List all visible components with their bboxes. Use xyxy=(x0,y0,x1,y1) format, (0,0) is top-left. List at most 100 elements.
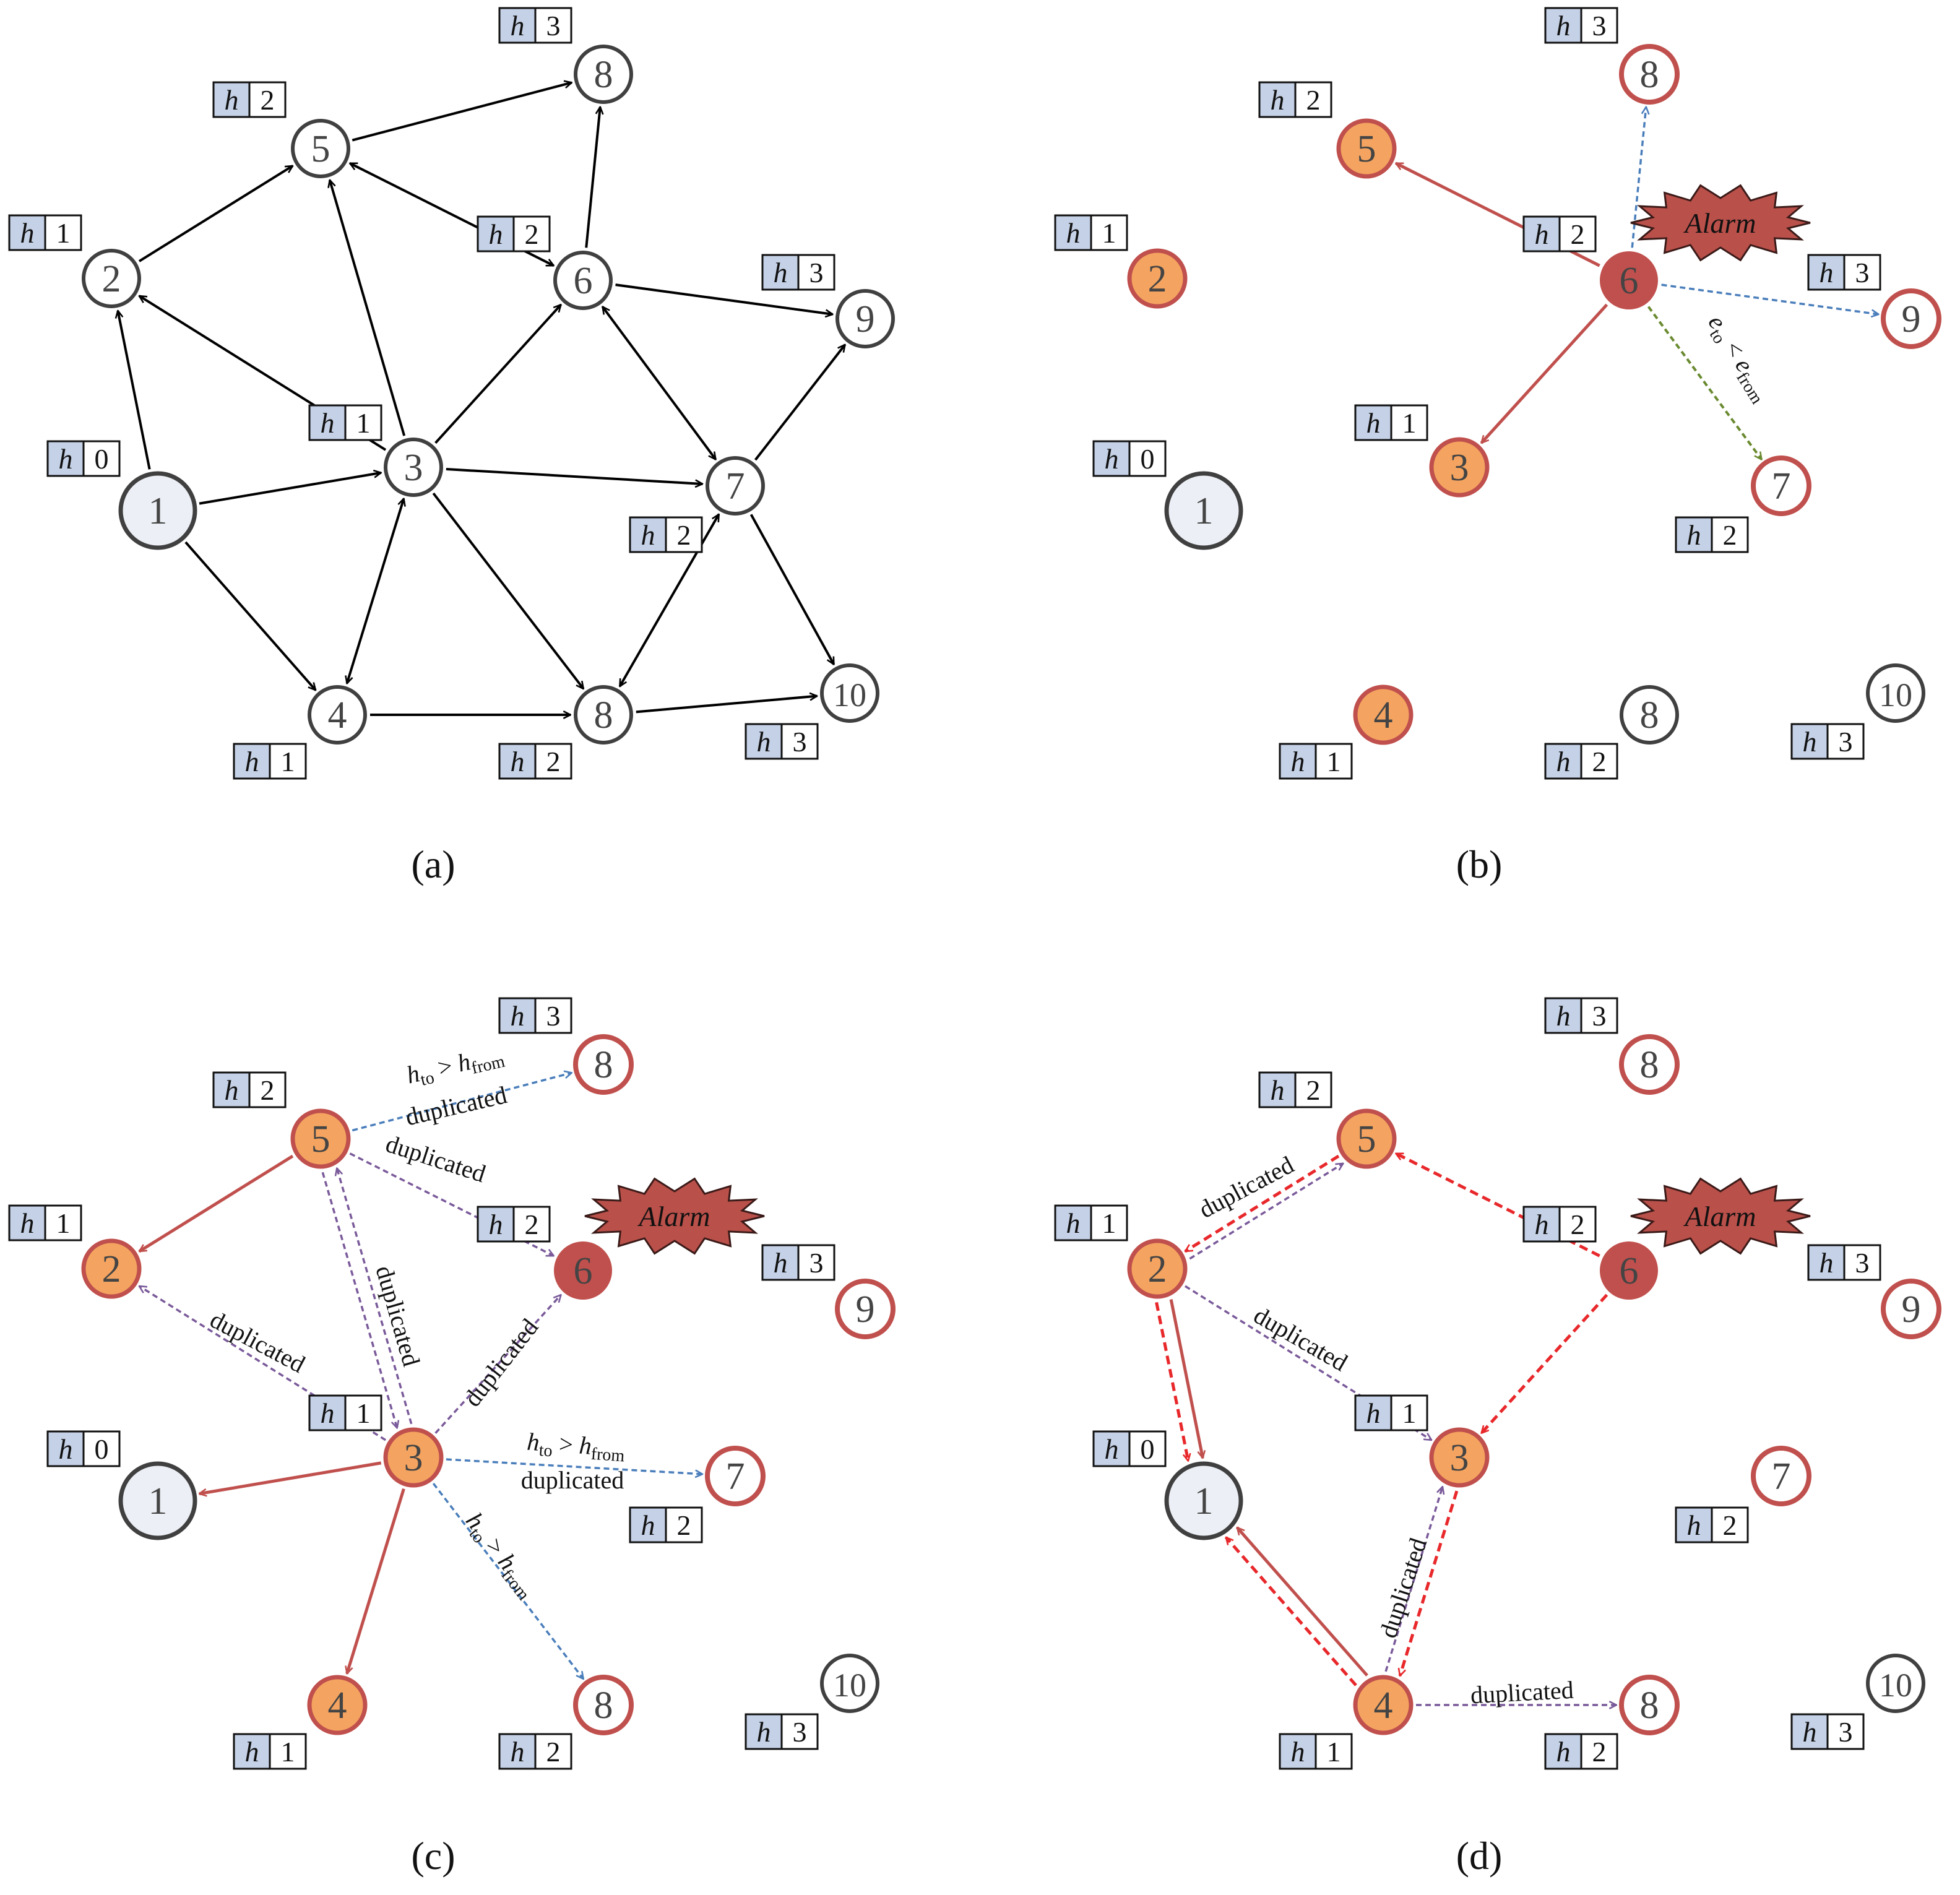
edge-label-part: to xyxy=(538,1441,553,1461)
h-value-box xyxy=(1315,743,1353,780)
h-symbol: h xyxy=(1105,1433,1119,1465)
h-symbol: h xyxy=(1366,1397,1381,1429)
node-label-c-6: 6 xyxy=(574,1250,593,1292)
h-symbol: h xyxy=(774,1247,788,1279)
panel-caption-a: (a) xyxy=(411,842,455,886)
h-value-box xyxy=(44,1204,82,1241)
h-value: 2 xyxy=(1306,1074,1321,1106)
node-label-b-11: 10 xyxy=(1879,676,1912,714)
node-a-8 xyxy=(574,45,633,104)
h-symbol: h xyxy=(1366,407,1381,439)
node-label-a-3: 3 xyxy=(404,447,423,489)
node-label-d-8: 8 xyxy=(1640,1044,1659,1086)
h-value: 1 xyxy=(1102,1207,1116,1239)
node-label-b-8: 8 xyxy=(1640,54,1659,96)
node-label-a-7: 7 xyxy=(726,465,745,507)
edge-label-duplicated: duplicated xyxy=(370,1263,425,1370)
h-symbol-box xyxy=(761,1244,800,1281)
edge-label-duplicated: duplicated xyxy=(382,1129,489,1188)
edge-label-duplicated: duplicated xyxy=(1194,1150,1298,1224)
h-symbol: h xyxy=(757,1716,771,1748)
h-symbol: h xyxy=(1820,1247,1834,1279)
node-b-3 xyxy=(1429,437,1490,498)
h-value: 0 xyxy=(95,1433,109,1465)
h-symbol: h xyxy=(641,519,655,551)
node-b-11 xyxy=(1866,663,1925,723)
h-value: 3 xyxy=(1839,726,1853,758)
h-value-box xyxy=(1711,516,1749,553)
h-value: 1 xyxy=(56,1207,71,1239)
node-a-2 xyxy=(82,249,141,308)
node-label-a-5: 5 xyxy=(311,128,330,170)
h-value: 3 xyxy=(793,726,807,758)
node-a-4 xyxy=(308,685,367,745)
edge-label-duplicated: duplicated xyxy=(403,1081,509,1131)
h-value-box xyxy=(797,1244,835,1281)
node-b-8 xyxy=(1619,44,1680,105)
edge-a-7-10 xyxy=(754,345,845,461)
node-label-a-4: 4 xyxy=(328,694,347,736)
h-value: 1 xyxy=(1327,1736,1341,1768)
h-symbol: h xyxy=(1535,218,1549,250)
edge-label-duplicated: duplicated xyxy=(1470,1676,1574,1709)
h-value-box xyxy=(534,7,572,44)
h-value-box xyxy=(269,1733,307,1770)
h-value-box xyxy=(665,516,703,553)
h-value-box xyxy=(344,1394,382,1431)
h-symbol: h xyxy=(321,1397,335,1429)
node-d-6 xyxy=(1600,1241,1658,1300)
h-value: 1 xyxy=(281,746,295,777)
edge-label-part: h xyxy=(526,1428,540,1456)
h-symbol-box xyxy=(498,7,537,44)
edge-a-3-9 xyxy=(432,492,583,689)
node-c-1 xyxy=(118,1461,197,1540)
node-c-4 xyxy=(307,1675,368,1735)
edge-label-part: > xyxy=(429,1050,461,1083)
node-b-5 xyxy=(1336,118,1397,179)
h-value-box xyxy=(780,723,819,760)
h-symbol: h xyxy=(489,1209,503,1240)
h-value: 2 xyxy=(546,1736,561,1768)
edge-label-h-compare: hto > hfrom xyxy=(457,1507,543,1604)
h-value: 3 xyxy=(793,1716,807,1748)
edge-label-duplicated: duplicated xyxy=(205,1305,309,1378)
h-symbol: h xyxy=(774,257,788,288)
edge-label-duplicated: duplicated xyxy=(521,1466,624,1494)
edge-a-5-8 xyxy=(352,82,571,142)
h-value: 1 xyxy=(56,217,71,249)
node-c-2 xyxy=(81,1238,142,1299)
alarm-label: Alarm xyxy=(637,1201,710,1232)
node-c-9 xyxy=(573,1675,634,1735)
h-symbol-box xyxy=(1807,1244,1846,1281)
node-d-11 xyxy=(1866,1654,1925,1713)
h-value-box xyxy=(534,743,572,780)
h-symbol: h xyxy=(59,443,73,475)
h-symbol-box xyxy=(745,1713,783,1750)
h-symbol: h xyxy=(511,1000,525,1032)
node-d-3 xyxy=(1429,1427,1490,1488)
edge-a-7-6 xyxy=(603,307,716,460)
h-symbol-box xyxy=(498,997,537,1034)
node-c-7 xyxy=(705,1446,766,1506)
edge-c-3-9 xyxy=(432,1482,583,1679)
node-c-3 xyxy=(383,1427,444,1488)
edge-a-3-6 xyxy=(434,304,561,444)
h-symbol: h xyxy=(1687,1509,1701,1541)
node-label-c-11: 10 xyxy=(833,1667,866,1704)
h-symbol-box xyxy=(1675,516,1713,553)
h-symbol-box xyxy=(1092,440,1131,477)
node-label-b-9: 8 xyxy=(1640,694,1659,736)
node-a-7 xyxy=(706,456,765,516)
edge-d-4-3 xyxy=(1384,1487,1443,1672)
node-c-8 xyxy=(573,1034,634,1095)
h-symbol: h xyxy=(1105,443,1119,475)
h-symbol-box xyxy=(1522,1206,1561,1243)
h-value-box xyxy=(1315,1733,1353,1770)
node-label-b-3: 3 xyxy=(1450,447,1469,489)
h-symbol: h xyxy=(1556,10,1571,41)
h-value-box xyxy=(1826,1713,1865,1750)
h-value: 1 xyxy=(356,1397,371,1429)
node-label-d-7: 7 xyxy=(1772,1456,1791,1498)
h-symbol: h xyxy=(1271,1074,1285,1106)
node-label-b-7: 7 xyxy=(1772,465,1791,507)
